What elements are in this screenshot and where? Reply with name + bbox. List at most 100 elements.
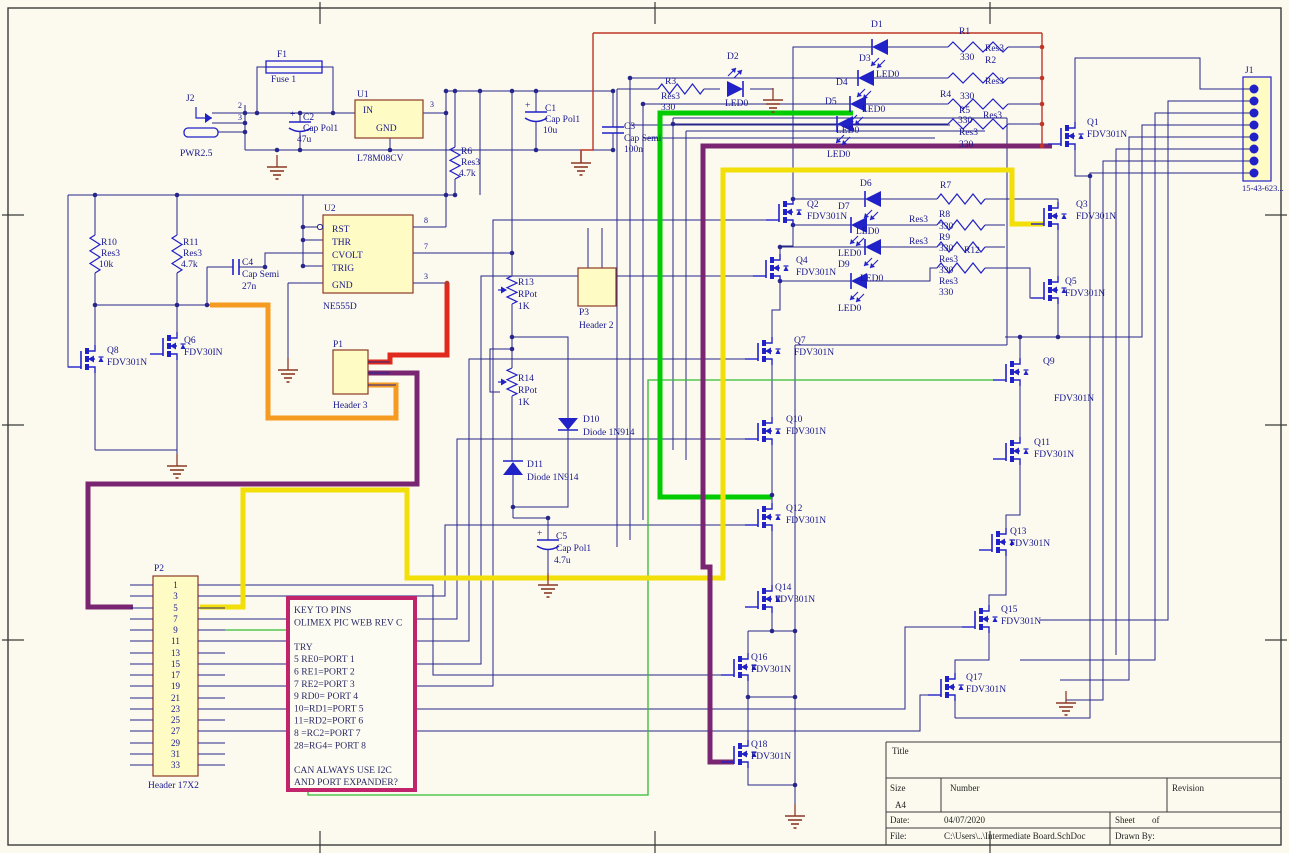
net-green[interactable] <box>657 110 853 500</box>
resistor[interactable] <box>936 262 986 274</box>
resistor[interactable] <box>936 193 986 205</box>
wire[interactable] <box>512 336 569 418</box>
resistor-zigzag-icon <box>936 241 986 253</box>
wire[interactable] <box>1074 57 1243 122</box>
ground-symbol[interactable] <box>538 573 558 598</box>
capacitor[interactable] <box>524 111 548 123</box>
component-F1[interactable] <box>265 60 323 74</box>
resistor[interactable] <box>947 118 1009 130</box>
ground-symbol[interactable] <box>267 155 287 180</box>
resistor[interactable] <box>947 72 1009 84</box>
transistor-Q4[interactable] <box>753 254 789 282</box>
wire[interactable] <box>1020 112 1243 661</box>
component-U1[interactable] <box>354 99 424 139</box>
wire[interactable] <box>489 348 512 393</box>
wire[interactable] <box>954 633 990 673</box>
transistor-Q11[interactable] <box>993 437 1029 465</box>
led[interactable] <box>856 70 874 100</box>
transistor-Q13[interactable] <box>979 528 1015 556</box>
ground-symbol[interactable] <box>571 151 591 176</box>
wire[interactable] <box>225 584 721 676</box>
net-purple[interactable] <box>85 370 420 610</box>
net-purple[interactable] <box>700 143 1052 765</box>
led[interactable] <box>835 116 853 146</box>
wire[interactable] <box>256 66 266 113</box>
capacitor[interactable] <box>536 539 560 551</box>
potentiometer[interactable] <box>498 275 519 305</box>
resistor[interactable] <box>88 234 102 274</box>
label: 330 <box>959 140 974 150</box>
ground-symbol[interactable] <box>763 88 783 113</box>
wire[interactable] <box>747 768 795 786</box>
component-U2[interactable] <box>322 214 414 294</box>
led[interactable] <box>849 217 867 247</box>
resistor[interactable] <box>947 41 1009 53</box>
label: LED0 <box>838 249 861 259</box>
label: FDV301N <box>966 685 1006 695</box>
wire[interactable] <box>1074 150 1090 177</box>
transistor-Q8[interactable] <box>745 337 781 365</box>
transistor-Q5[interactable] <box>1031 276 1067 304</box>
transistor-Q16[interactable] <box>721 653 757 681</box>
transistor-Q3[interactable] <box>1031 202 1067 230</box>
transistor-Q7[interactable] <box>68 345 104 373</box>
wire[interactable] <box>1005 124 1243 338</box>
transistor-Q18[interactable] <box>721 740 757 768</box>
component-P3[interactable] <box>577 267 617 307</box>
transistor-Q15[interactable] <box>962 605 998 633</box>
wire[interactable] <box>985 198 1059 202</box>
led[interactable] <box>870 39 888 69</box>
resistor[interactable] <box>170 234 184 274</box>
wire[interactable] <box>771 282 781 337</box>
wire[interactable] <box>955 172 1243 719</box>
potentiometer[interactable] <box>498 367 519 397</box>
ground-symbol[interactable] <box>785 804 805 829</box>
wire[interactable] <box>1040 100 1243 621</box>
component-P1[interactable] <box>332 349 369 395</box>
transistor-Q2[interactable] <box>766 198 802 226</box>
notes-line: 10=RD1=PORT 5 <box>294 703 364 714</box>
resistor[interactable] <box>947 98 1009 110</box>
wire[interactable] <box>225 626 962 710</box>
wire[interactable] <box>225 694 928 732</box>
wire[interactable] <box>867 267 937 282</box>
resistor[interactable] <box>448 146 462 180</box>
diode[interactable] <box>558 418 578 431</box>
ground-symbol[interactable] <box>167 454 187 479</box>
led[interactable] <box>727 67 744 97</box>
transistor-Q9[interactable] <box>993 358 1029 386</box>
wire[interactable] <box>322 66 334 113</box>
wire[interactable] <box>239 252 323 268</box>
label: R7 <box>940 181 951 191</box>
capacitor[interactable] <box>288 121 312 133</box>
component-J2[interactable] <box>183 107 219 138</box>
resistor[interactable] <box>657 83 705 95</box>
transistor-Q12[interactable] <box>745 503 781 531</box>
transistor-Q1[interactable] <box>1048 122 1084 150</box>
component-J1[interactable]: J115-43-623... <box>1242 66 1284 193</box>
net-yellow[interactable] <box>200 167 1044 610</box>
wire[interactable] <box>513 430 569 508</box>
label: FDV30IN <box>184 348 223 358</box>
wire[interactable] <box>1005 465 1021 528</box>
transistor-Q10[interactable] <box>745 417 781 445</box>
ground-symbol[interactable] <box>1056 691 1076 716</box>
capacitor[interactable] <box>232 259 240 275</box>
resistor[interactable] <box>936 219 986 231</box>
led[interactable] <box>863 239 881 269</box>
ground-symbol[interactable] <box>278 358 298 383</box>
led[interactable] <box>849 273 867 303</box>
transistor-Q6[interactable] <box>150 332 186 360</box>
resistor[interactable] <box>936 241 986 253</box>
diode[interactable] <box>503 460 523 475</box>
wire[interactable] <box>1115 148 1243 655</box>
wire[interactable] <box>1060 136 1243 681</box>
wire[interactable] <box>779 226 794 254</box>
led[interactable] <box>863 191 881 221</box>
wire[interactable] <box>988 556 1007 605</box>
transistor-Q17[interactable] <box>928 673 964 701</box>
capacitor[interactable] <box>602 126 624 134</box>
transistor-Q14[interactable] <box>745 585 781 613</box>
